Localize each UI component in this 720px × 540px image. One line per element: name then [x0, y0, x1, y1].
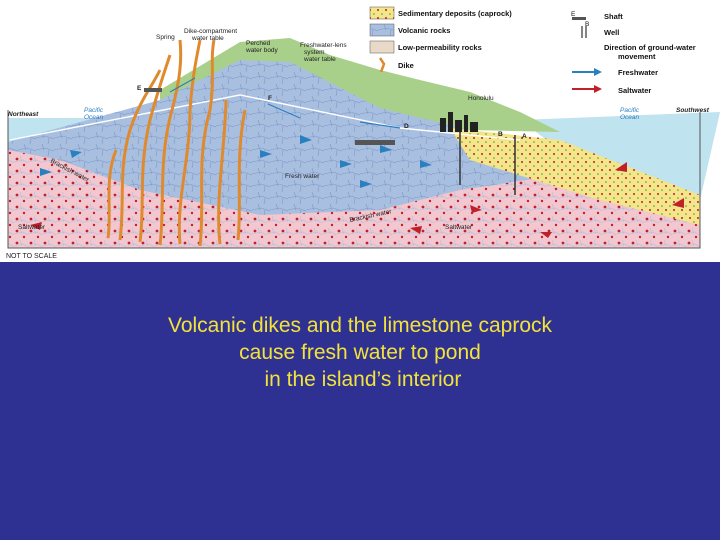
label-freshwater-lens-wt: water table	[303, 56, 336, 63]
label-perched: Perched	[246, 40, 271, 47]
label-honolulu: Honolulu	[468, 95, 494, 102]
shaft-e	[144, 88, 162, 92]
point-a: A	[522, 133, 527, 140]
legend-sedimentary: Sedimentary deposits (caprock)	[398, 9, 512, 18]
legend-volcanic: Volcanic rocks	[398, 26, 450, 35]
legend-saltwater: Saltwater	[618, 86, 651, 95]
label-pacific-ne: Pacific	[84, 107, 104, 114]
caption-line-2: cause fresh water to pond	[0, 339, 720, 366]
label-southwest: Southwest	[676, 107, 710, 114]
caption-line-3: in the island’s interior	[0, 366, 720, 393]
label-not-to-scale: NOT TO SCALE	[6, 253, 57, 260]
legend-well: Well	[604, 28, 619, 37]
shaft-d	[355, 140, 395, 145]
label-saltwater-left: Saltwater	[18, 224, 46, 231]
legend-dike: Dike	[398, 61, 414, 70]
caption-line-1: Volcanic dikes and the limestone caprock	[0, 312, 720, 339]
hydrogeology-diagram: Spring Dike-compartment water table Perc…	[0, 0, 720, 262]
label-ocean-ne: Ocean	[84, 114, 104, 121]
legend-low-perm: Low-permeability rocks	[398, 43, 482, 52]
legend-shaft-letter: E	[571, 11, 576, 18]
label-pacific-sw: Pacific	[620, 107, 640, 114]
slide-caption: Volcanic dikes and the limestone caprock…	[0, 312, 720, 393]
label-water-table: water table	[191, 35, 224, 42]
label-fresh-water: Fresh water	[285, 173, 320, 180]
point-d: D	[404, 123, 409, 130]
legend-freshwater: Freshwater	[618, 68, 658, 77]
label-saltwater-mid: Saltwater	[445, 224, 473, 231]
label-ocean-sw: Ocean	[620, 114, 640, 121]
point-f: F	[268, 95, 272, 102]
legend-shaft: Shaft	[604, 12, 623, 21]
caption-band	[0, 262, 720, 540]
point-e: E	[137, 85, 142, 92]
label-spring: Spring	[156, 34, 175, 41]
label-perched-2: water body	[245, 47, 279, 54]
label-northeast: Northeast	[8, 111, 39, 118]
label-freshwater-lens: Freshwater-lens	[300, 42, 347, 49]
legend-movement: movement	[618, 52, 656, 61]
label-dike-compartment: Dike-compartment	[184, 28, 237, 35]
point-b: B	[498, 131, 503, 138]
label-system: system	[304, 49, 325, 56]
legend-gw-direction: Direction of ground-water	[604, 43, 696, 52]
